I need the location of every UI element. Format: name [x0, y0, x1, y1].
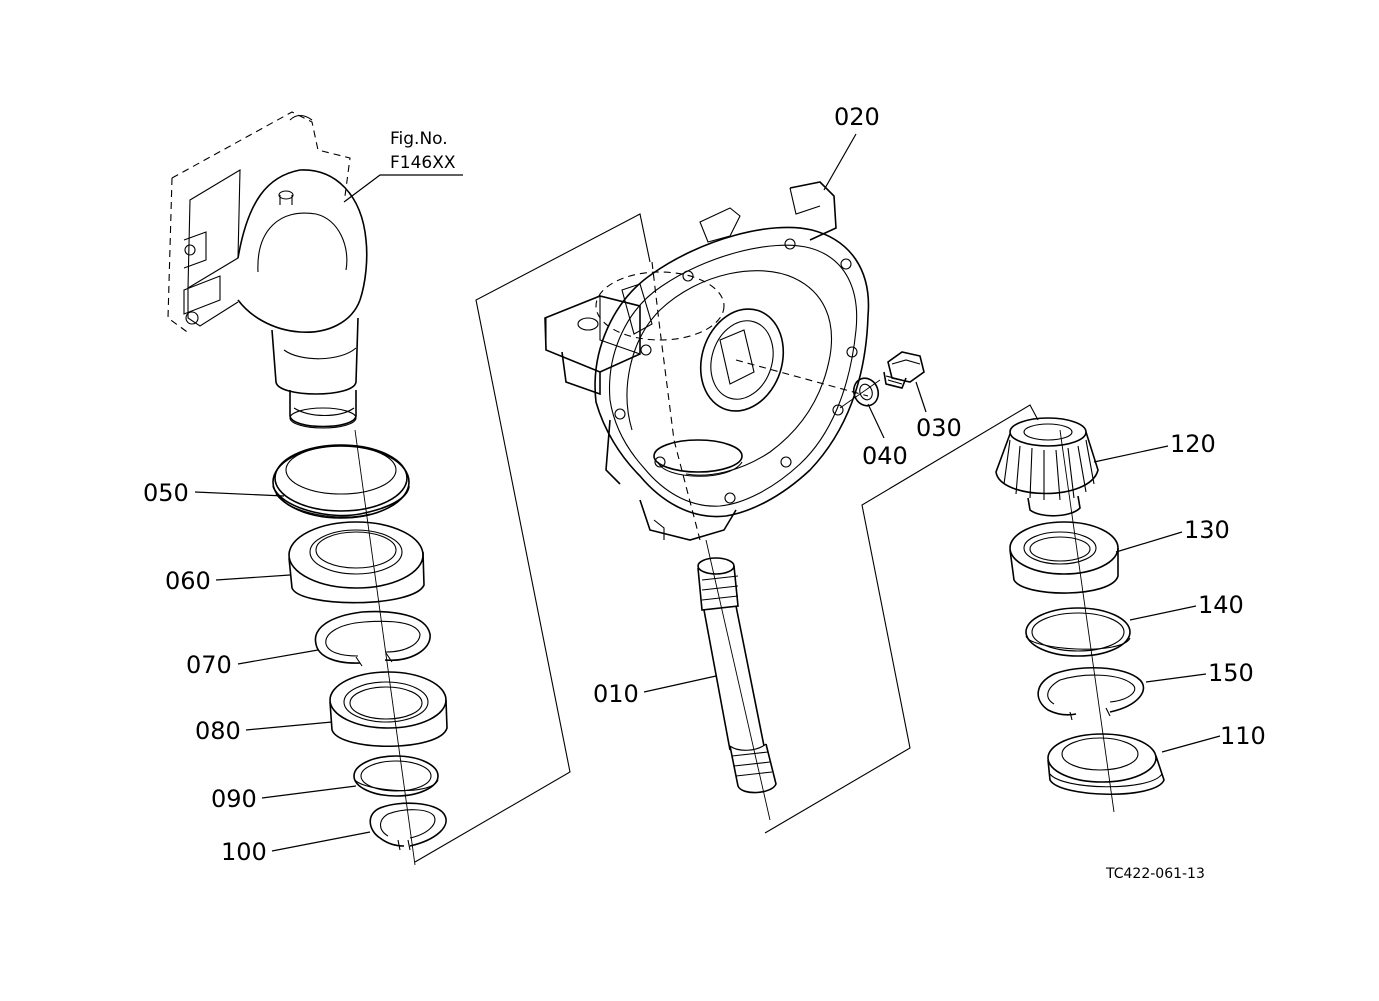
callout-030: 030: [916, 414, 962, 442]
part-140-collar: [1025, 607, 1131, 657]
callout-060: 060: [165, 567, 211, 595]
callout-010: 010: [593, 680, 639, 708]
part-150-snap-ring: [1037, 666, 1145, 721]
part-030-plug: [883, 351, 925, 389]
assembly-bracket-lines: [414, 213, 1039, 863]
callout-050: 050: [143, 479, 189, 507]
callout-020: 020: [834, 103, 880, 131]
part-110-seal: [1047, 733, 1165, 796]
drawing-code: TC422-061-13: [1105, 866, 1205, 882]
callout-140: 140: [1198, 591, 1244, 619]
figure-reference: Fig.No. F146XX: [343, 129, 463, 203]
callout-150: 150: [1208, 659, 1254, 687]
part-120-bevel-gear: [995, 417, 1099, 517]
right-bearing-stack: [995, 417, 1165, 813]
callout-080: 080: [195, 717, 241, 745]
callouts: 050 060 070 080 090 100 010 020 030 040 …: [143, 103, 1266, 866]
part-080-ball-bearing: [329, 671, 448, 748]
part-090-collar: [353, 755, 439, 797]
figure-number-label: Fig.No.: [390, 129, 448, 149]
part-060-ball-bearing: [288, 521, 425, 604]
figure-number: F146XX: [390, 153, 456, 173]
part-130-ball-bearing: [1009, 521, 1119, 594]
callout-040: 040: [862, 442, 908, 470]
left-bearing-stack: [272, 429, 448, 866]
part-070-snap-ring: [314, 610, 431, 667]
reference-housing-drawing: [167, 111, 368, 429]
callout-100: 100: [221, 838, 267, 866]
callout-070: 070: [186, 651, 232, 679]
part-100-snap-ring: [369, 802, 447, 851]
callout-090: 090: [211, 785, 257, 813]
part-050-oil-seal: [272, 444, 410, 519]
callout-120: 120: [1170, 430, 1216, 458]
callout-130: 130: [1184, 516, 1230, 544]
callout-110: 110: [1220, 722, 1266, 750]
part-020-gear-case: [544, 181, 870, 541]
part-010-shaft: [697, 539, 777, 821]
